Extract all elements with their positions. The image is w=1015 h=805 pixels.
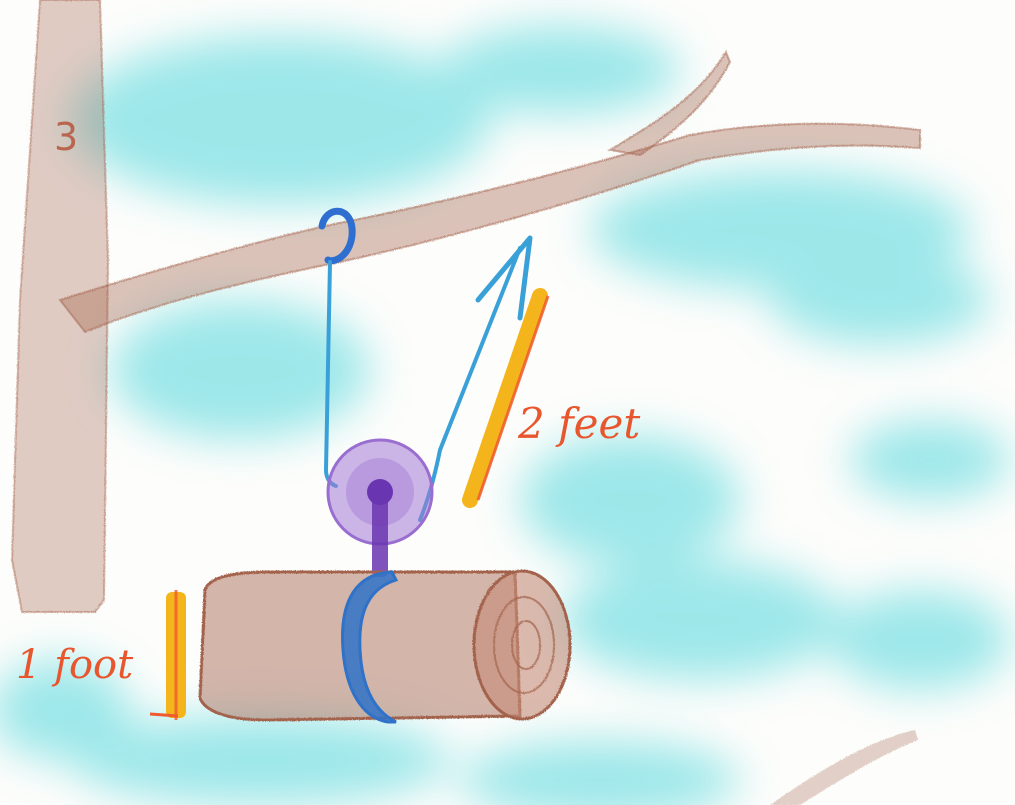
page-number: 3	[54, 115, 78, 159]
tree-branch	[58, 122, 921, 334]
tree-twig	[607, 49, 732, 157]
arrow-up-icon	[475, 235, 533, 321]
log-end	[472, 569, 572, 721]
bottom-twig	[770, 730, 918, 805]
sky-wash	[0, 25, 1010, 805]
pulley-axle	[372, 497, 388, 577]
tree	[10, 0, 921, 805]
measure-1-foot	[149, 590, 186, 720]
log	[198, 569, 572, 722]
tree-trunk	[10, 0, 110, 613]
pulley-icon	[326, 438, 434, 577]
measure-2-feet	[462, 288, 550, 508]
label-1-foot: 1 foot	[16, 642, 134, 688]
hook-icon	[318, 207, 356, 265]
sling	[341, 570, 399, 724]
label-2-feet: 2 feet	[517, 399, 640, 448]
